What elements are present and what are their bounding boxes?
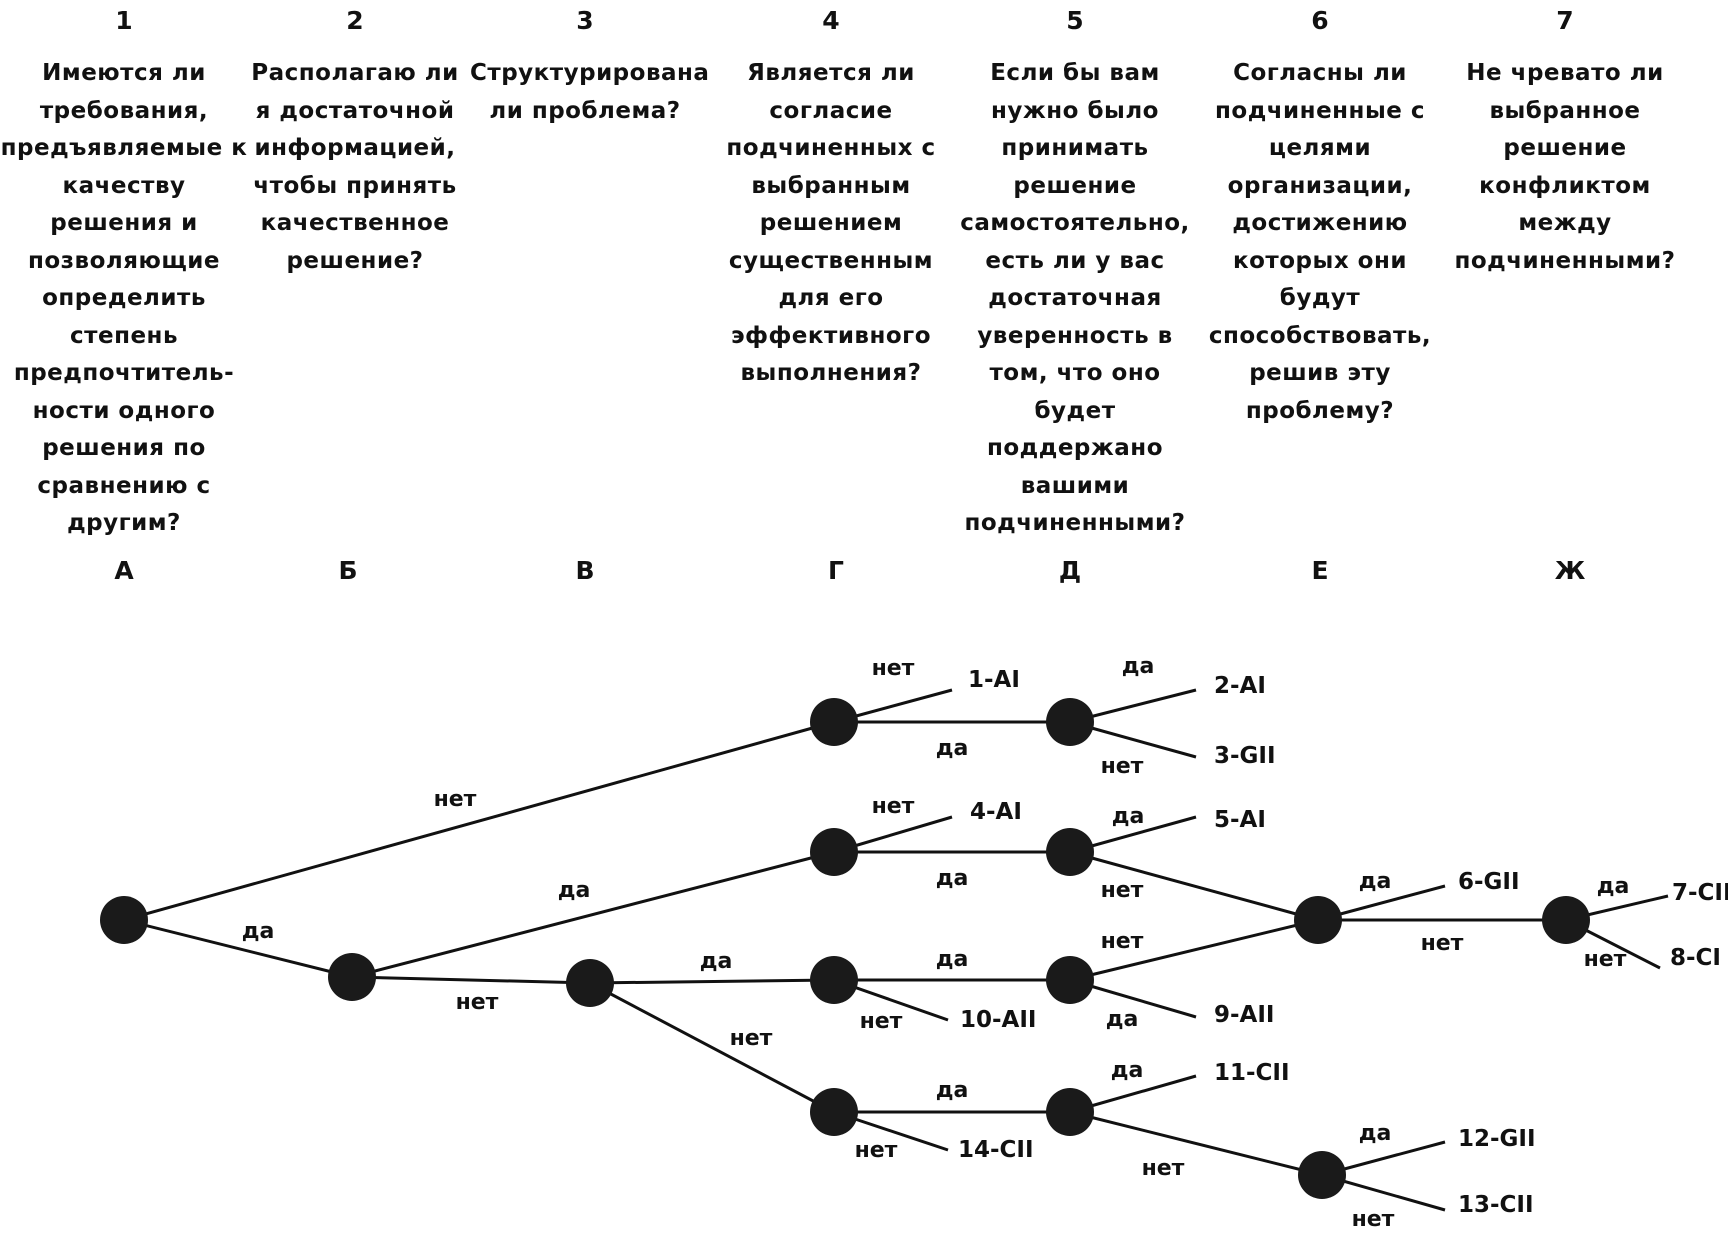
tree-edge-a-b bbox=[123, 918, 353, 979]
leaf-branch-label: да bbox=[1111, 1058, 1144, 1083]
edge-label: нет bbox=[1142, 1156, 1185, 1181]
tree-node-g2 bbox=[810, 828, 858, 876]
outcome-label: 5-AI bbox=[1214, 807, 1266, 833]
column-number: 3 bbox=[576, 6, 594, 35]
outcome-label: 12-GII bbox=[1458, 1126, 1536, 1152]
edge-label: нет bbox=[730, 1026, 773, 1051]
outcome-label: 1-AI bbox=[968, 667, 1020, 693]
column-letter-zh: Ж bbox=[1554, 556, 1586, 585]
edge-label: да bbox=[936, 947, 969, 972]
leaf-branch-label: нет bbox=[872, 794, 915, 819]
edge-label: да bbox=[700, 949, 733, 974]
tree-node-g3 bbox=[810, 956, 858, 1004]
leaf-branch-label: да bbox=[1359, 869, 1392, 894]
column-2: 2 Располагаю ли я достаточной информацие… bbox=[248, 6, 462, 280]
edge-label: нет bbox=[1101, 878, 1144, 903]
tree-node-d3 bbox=[1046, 956, 1094, 1004]
tree-node-b bbox=[328, 953, 376, 1001]
outcome-label: 8-CI bbox=[1670, 945, 1721, 971]
column-1: 1 Имеются ли требования, предъявляемые к… bbox=[0, 6, 248, 543]
tree-node-d4 bbox=[1046, 1088, 1094, 1136]
tree-edge-d4-e2 bbox=[1069, 1110, 1323, 1177]
tree-edge-a-g1 bbox=[123, 720, 835, 922]
outcome-label: 14-CII bbox=[958, 1137, 1034, 1163]
column-7: 7 Не чревато ли выбранное решение конфли… bbox=[1440, 6, 1690, 280]
column-letter-g: Г bbox=[828, 556, 844, 585]
column-letter-v: В bbox=[575, 556, 595, 585]
tree-node-g4 bbox=[810, 1088, 858, 1136]
column-question: Согласны ли подчиненные с целями организ… bbox=[1208, 60, 1432, 424]
column-3: 3 Структурирована ли проблема? bbox=[470, 6, 710, 130]
column-question: Не чревато ли выбранное решение конфликт… bbox=[1454, 60, 1676, 274]
leaf-branch-label: да bbox=[1359, 1121, 1392, 1146]
outcome-label: 10-AII bbox=[960, 1007, 1036, 1033]
edge-label: нет bbox=[456, 990, 499, 1015]
column-letter-d: Д bbox=[1058, 556, 1082, 585]
tree-edge-b-v bbox=[351, 975, 591, 985]
tree-edge-b-g2 bbox=[351, 850, 835, 979]
leaf-branch-label: нет bbox=[872, 656, 915, 681]
leaf-branch-label: да bbox=[1106, 1007, 1139, 1032]
edge-label: да bbox=[558, 878, 591, 903]
tree-node-e2 bbox=[1298, 1151, 1346, 1199]
column-4: 4 Является ли согласие подчиненных с выб… bbox=[716, 6, 946, 393]
tree-node-zh bbox=[1542, 896, 1590, 944]
leaf-branch-label: да bbox=[1112, 804, 1145, 829]
tree-edge-d3-e1 bbox=[1069, 918, 1319, 982]
tree-node-d1 bbox=[1046, 698, 1094, 746]
edge-label: да bbox=[936, 866, 969, 891]
column-letter-b: Б bbox=[338, 556, 358, 585]
tree-node-e1 bbox=[1294, 896, 1342, 944]
tree-edge-v-g3 bbox=[589, 978, 835, 985]
tree-node-d2 bbox=[1046, 828, 1094, 876]
outcome-label: 13-CII bbox=[1458, 1192, 1534, 1218]
column-number: 5 bbox=[1066, 6, 1084, 35]
outcome-label: 9-AII bbox=[1214, 1002, 1274, 1028]
column-number: 1 bbox=[115, 6, 133, 35]
tree-edge-v-g4 bbox=[589, 981, 835, 1114]
column-6: 6 Согласны ли подчиненные с целями орган… bbox=[1200, 6, 1440, 430]
outcome-label: 11-CII bbox=[1214, 1060, 1290, 1086]
outcome-label: 7-CII bbox=[1672, 880, 1728, 906]
tree-node-a bbox=[100, 896, 148, 944]
column-number: 4 bbox=[822, 6, 840, 35]
column-question: Является ли согласие подчиненных с выбра… bbox=[726, 60, 936, 386]
leaf-branch-label: нет bbox=[1584, 947, 1627, 972]
column-5: 5 Если бы вам нужно было принимать решен… bbox=[950, 6, 1200, 543]
tree-edge-d2-e1 bbox=[1069, 850, 1319, 922]
column-letter-a: А bbox=[114, 556, 134, 585]
edge-label: да bbox=[936, 1078, 969, 1103]
outcome-label: 6-GII bbox=[1458, 869, 1520, 895]
leaf-branch-label: нет bbox=[1352, 1207, 1395, 1232]
column-question: Структурирована ли проблема? bbox=[470, 60, 710, 124]
column-question: Располагаю ли я достаточной информацией,… bbox=[251, 60, 459, 274]
column-question: Имеются ли требования, предъявляемые к к… bbox=[0, 60, 248, 536]
outcome-label: 4-AI bbox=[970, 799, 1022, 825]
outcome-label: 3-GII bbox=[1214, 743, 1276, 769]
edge-label: нет bbox=[1101, 929, 1144, 954]
leaf-branch-label: нет bbox=[1101, 754, 1144, 779]
column-question: Если бы вам нужно было принимать решение… bbox=[960, 60, 1190, 536]
edge-label: да bbox=[242, 919, 275, 944]
edge-label: нет bbox=[1421, 931, 1464, 956]
tree-node-v bbox=[566, 959, 614, 1007]
leaf-branch-label: да bbox=[1597, 874, 1630, 899]
leaf-branch-label: нет bbox=[860, 1009, 903, 1034]
column-number: 6 bbox=[1311, 6, 1329, 35]
tree-node-g1 bbox=[810, 698, 858, 746]
column-number: 2 bbox=[346, 6, 364, 35]
edge-label: нет bbox=[434, 787, 477, 812]
outcome-label: 2-AI bbox=[1214, 673, 1266, 699]
leaf-branch-label: нет bbox=[855, 1138, 898, 1163]
edge-label: да bbox=[936, 736, 969, 761]
leaf-branch-label: да bbox=[1122, 654, 1155, 679]
column-number: 7 bbox=[1556, 6, 1574, 35]
column-letter-e: Е bbox=[1311, 556, 1329, 585]
